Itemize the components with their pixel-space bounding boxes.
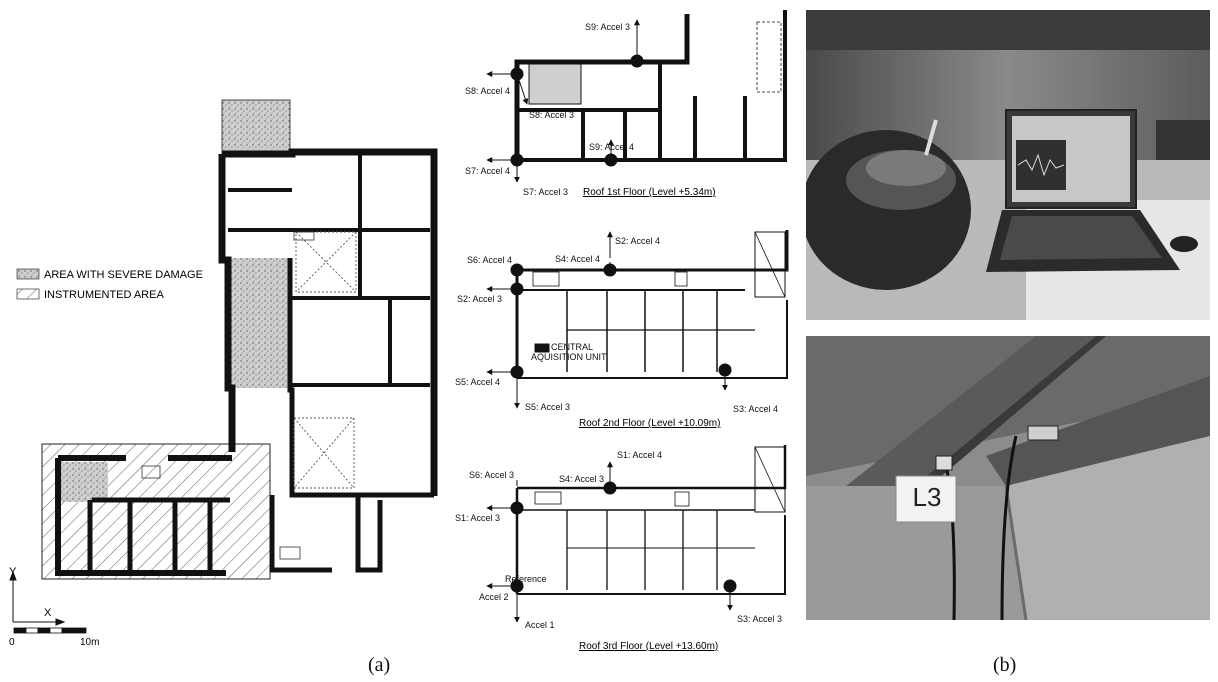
floor2-label: AQUISITION UNIT (531, 352, 607, 362)
floor3-label: S3: Accel 3 (737, 614, 782, 624)
floor3-sensors (486, 461, 737, 623)
floor3-title: Roof 3rd Floor (Level +13.60m) (579, 641, 718, 652)
building-plan: AREA WITH SEVERE DAMAGE INSTRUMENTED ARE… (9, 99, 438, 648)
legend-severe-damage-swatch (16, 268, 40, 280)
floor1-label: S8: Accel 3 (529, 110, 574, 120)
photo-acquisition-setup (806, 10, 1210, 320)
floor3-label: S4: Accel 3 (559, 474, 604, 484)
floor2-label: S4: Accel 4 (555, 254, 600, 264)
sensor-tag-label: L3 (912, 482, 942, 512)
floor1-label: S9: Accel 4 (589, 142, 634, 152)
floor1-label: S7: Accel 3 (523, 187, 568, 197)
axis-x-label: X (44, 607, 52, 619)
floor2-label: S3: Accel 4 (733, 404, 778, 414)
floor1-label: S7: Accel 4 (465, 166, 510, 176)
floor3-label: S1: Accel 3 (455, 513, 500, 523)
caption-b: (b) (993, 654, 1017, 676)
floor3-label: Reference (505, 574, 547, 584)
floor2-sensors (486, 231, 732, 409)
floor1-title: Roof 1st Floor (Level +5.34m) (583, 187, 716, 198)
damaged-area-wing (60, 462, 108, 502)
photo-sensor-installation-drawing (806, 336, 1210, 620)
scale-start-label: 0 (9, 637, 15, 648)
courtyards (293, 231, 357, 489)
floor1-plan (514, 10, 787, 162)
scale-end-label: 10m (80, 637, 99, 648)
floor2-title: Roof 2nd Floor (Level +10.09m) (579, 418, 720, 429)
damaged-area-top (221, 99, 291, 157)
stairs (141, 231, 315, 560)
floor3-label: S6: Accel 3 (469, 470, 514, 480)
caption-a: (a) (368, 654, 391, 676)
floor3-label: S1: Accel 4 (617, 450, 662, 460)
floor2-label: S6: Accel 4 (467, 255, 512, 265)
damaged-area-mid (228, 258, 290, 388)
photo-sensor-installation: L3 (806, 336, 1210, 620)
sensor-layouts: S9: Accel 3 S8: Accel 4 S8: Accel 3 S9: … (455, 10, 789, 652)
legend-severe-damage-label: AREA WITH SEVERE DAMAGE (44, 269, 203, 281)
floor2-label: CENTRAL (551, 342, 593, 352)
legend-instrumented-label: INSTRUMENTED AREA (44, 289, 164, 301)
legend-instrumented-swatch (16, 288, 40, 300)
floor2-label: S2: Accel 3 (457, 294, 502, 304)
floor2-label: S5: Accel 4 (455, 377, 500, 387)
scale-bar (13, 627, 87, 634)
floor2-label: S2: Accel 4 (615, 236, 660, 246)
floor2-label: S5: Accel 3 (525, 402, 570, 412)
axes-indicator (9, 570, 66, 626)
plan-walls (55, 148, 438, 576)
floor1-label: S9: Accel 3 (585, 22, 630, 32)
floor1-label: S8: Accel 4 (465, 86, 510, 96)
floor3-label: Accel 2 (479, 592, 509, 602)
floor3-plan (515, 445, 787, 595)
floor3-label: Accel 1 (525, 620, 555, 630)
photo-acquisition-setup-drawing (806, 10, 1210, 320)
floor1-sensors (486, 19, 644, 183)
axis-y-label: Y (9, 566, 17, 578)
